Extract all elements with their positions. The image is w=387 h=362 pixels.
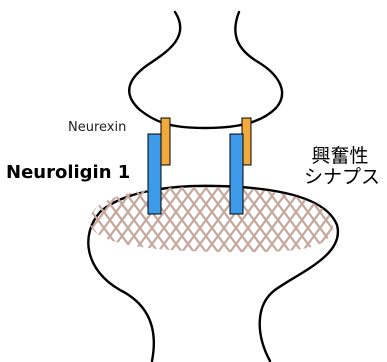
- psd-hatch-line: [308, 180, 368, 260]
- psd-hatch-line: [32, 180, 92, 260]
- psd-hatch-line: [8, 180, 68, 260]
- psd-hatch-line: [320, 180, 380, 260]
- synapse-label-line2: シナプス: [304, 166, 380, 188]
- postsynaptic-density-mesh: [0, 180, 387, 260]
- synapse-label-line1: 興奮性: [311, 145, 368, 167]
- psd-hatch-line: [20, 180, 80, 260]
- psd-hatch-line: [0, 180, 56, 260]
- psd-hatch-line: [332, 180, 387, 260]
- psd-hatch-line: [368, 180, 387, 260]
- neurexin-left: [161, 118, 170, 165]
- psd-hatch-line: [0, 180, 44, 260]
- psd-hatch-line: [56, 180, 116, 260]
- psd-hatch-line: [56, 180, 116, 260]
- neurexin-label: Neurexin: [68, 120, 126, 135]
- psd-hatch-line: [296, 180, 356, 260]
- psd-hatch-line: [332, 180, 387, 260]
- psd-hatch-line: [68, 180, 128, 260]
- psd-hatch-line: [320, 180, 380, 260]
- psd-hatch-line: [20, 180, 80, 260]
- psd-hatch-line: [344, 180, 387, 260]
- neuroligin-label: Neuroligin 1: [6, 162, 130, 183]
- psd-hatch-line: [356, 180, 387, 260]
- psd-hatch-line: [0, 180, 20, 260]
- neuroligin-right: [230, 134, 243, 214]
- psd-hatch-line: [308, 180, 368, 260]
- neuroligin-left: [148, 134, 161, 214]
- presynaptic-terminal: [129, 12, 282, 128]
- psd-hatch-line: [380, 180, 387, 260]
- psd-hatch-line: [0, 180, 32, 260]
- psd-hatch-line: [32, 180, 92, 260]
- psd-hatch-line: [92, 180, 152, 260]
